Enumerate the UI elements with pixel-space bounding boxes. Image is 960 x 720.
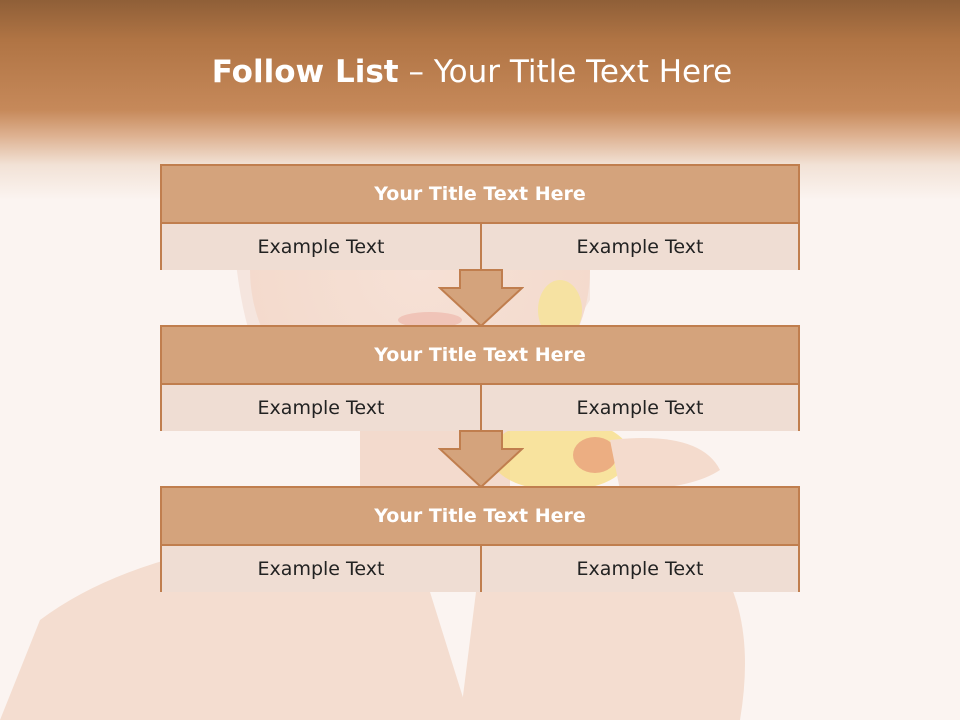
list-box-3: Your Title Text Here Example Text Exampl…: [160, 486, 800, 592]
list-box-title: Your Title Text Here: [162, 488, 798, 546]
down-arrow-icon: [438, 430, 524, 489]
list-box-2: Your Title Text Here Example Text Exampl…: [160, 325, 800, 431]
list-box-cell-right: Example Text: [482, 224, 798, 270]
list-box-cell-left: Example Text: [162, 546, 482, 592]
list-box-cell-left: Example Text: [162, 385, 482, 431]
slide-title-bold: Follow List: [211, 54, 399, 90]
list-box-title: Your Title Text Here: [162, 327, 798, 385]
slide-title-rest: – Your Title Text Here: [398, 54, 733, 90]
list-box-cell-right: Example Text: [482, 385, 798, 431]
down-arrow-icon: [438, 269, 524, 328]
slide-title: Follow List – Your Title Text Here: [0, 54, 944, 90]
list-box-title: Your Title Text Here: [162, 166, 798, 224]
list-box-cell-left: Example Text: [162, 224, 482, 270]
list-box-1: Your Title Text Here Example Text Exampl…: [160, 164, 800, 270]
list-box-cell-right: Example Text: [482, 546, 798, 592]
